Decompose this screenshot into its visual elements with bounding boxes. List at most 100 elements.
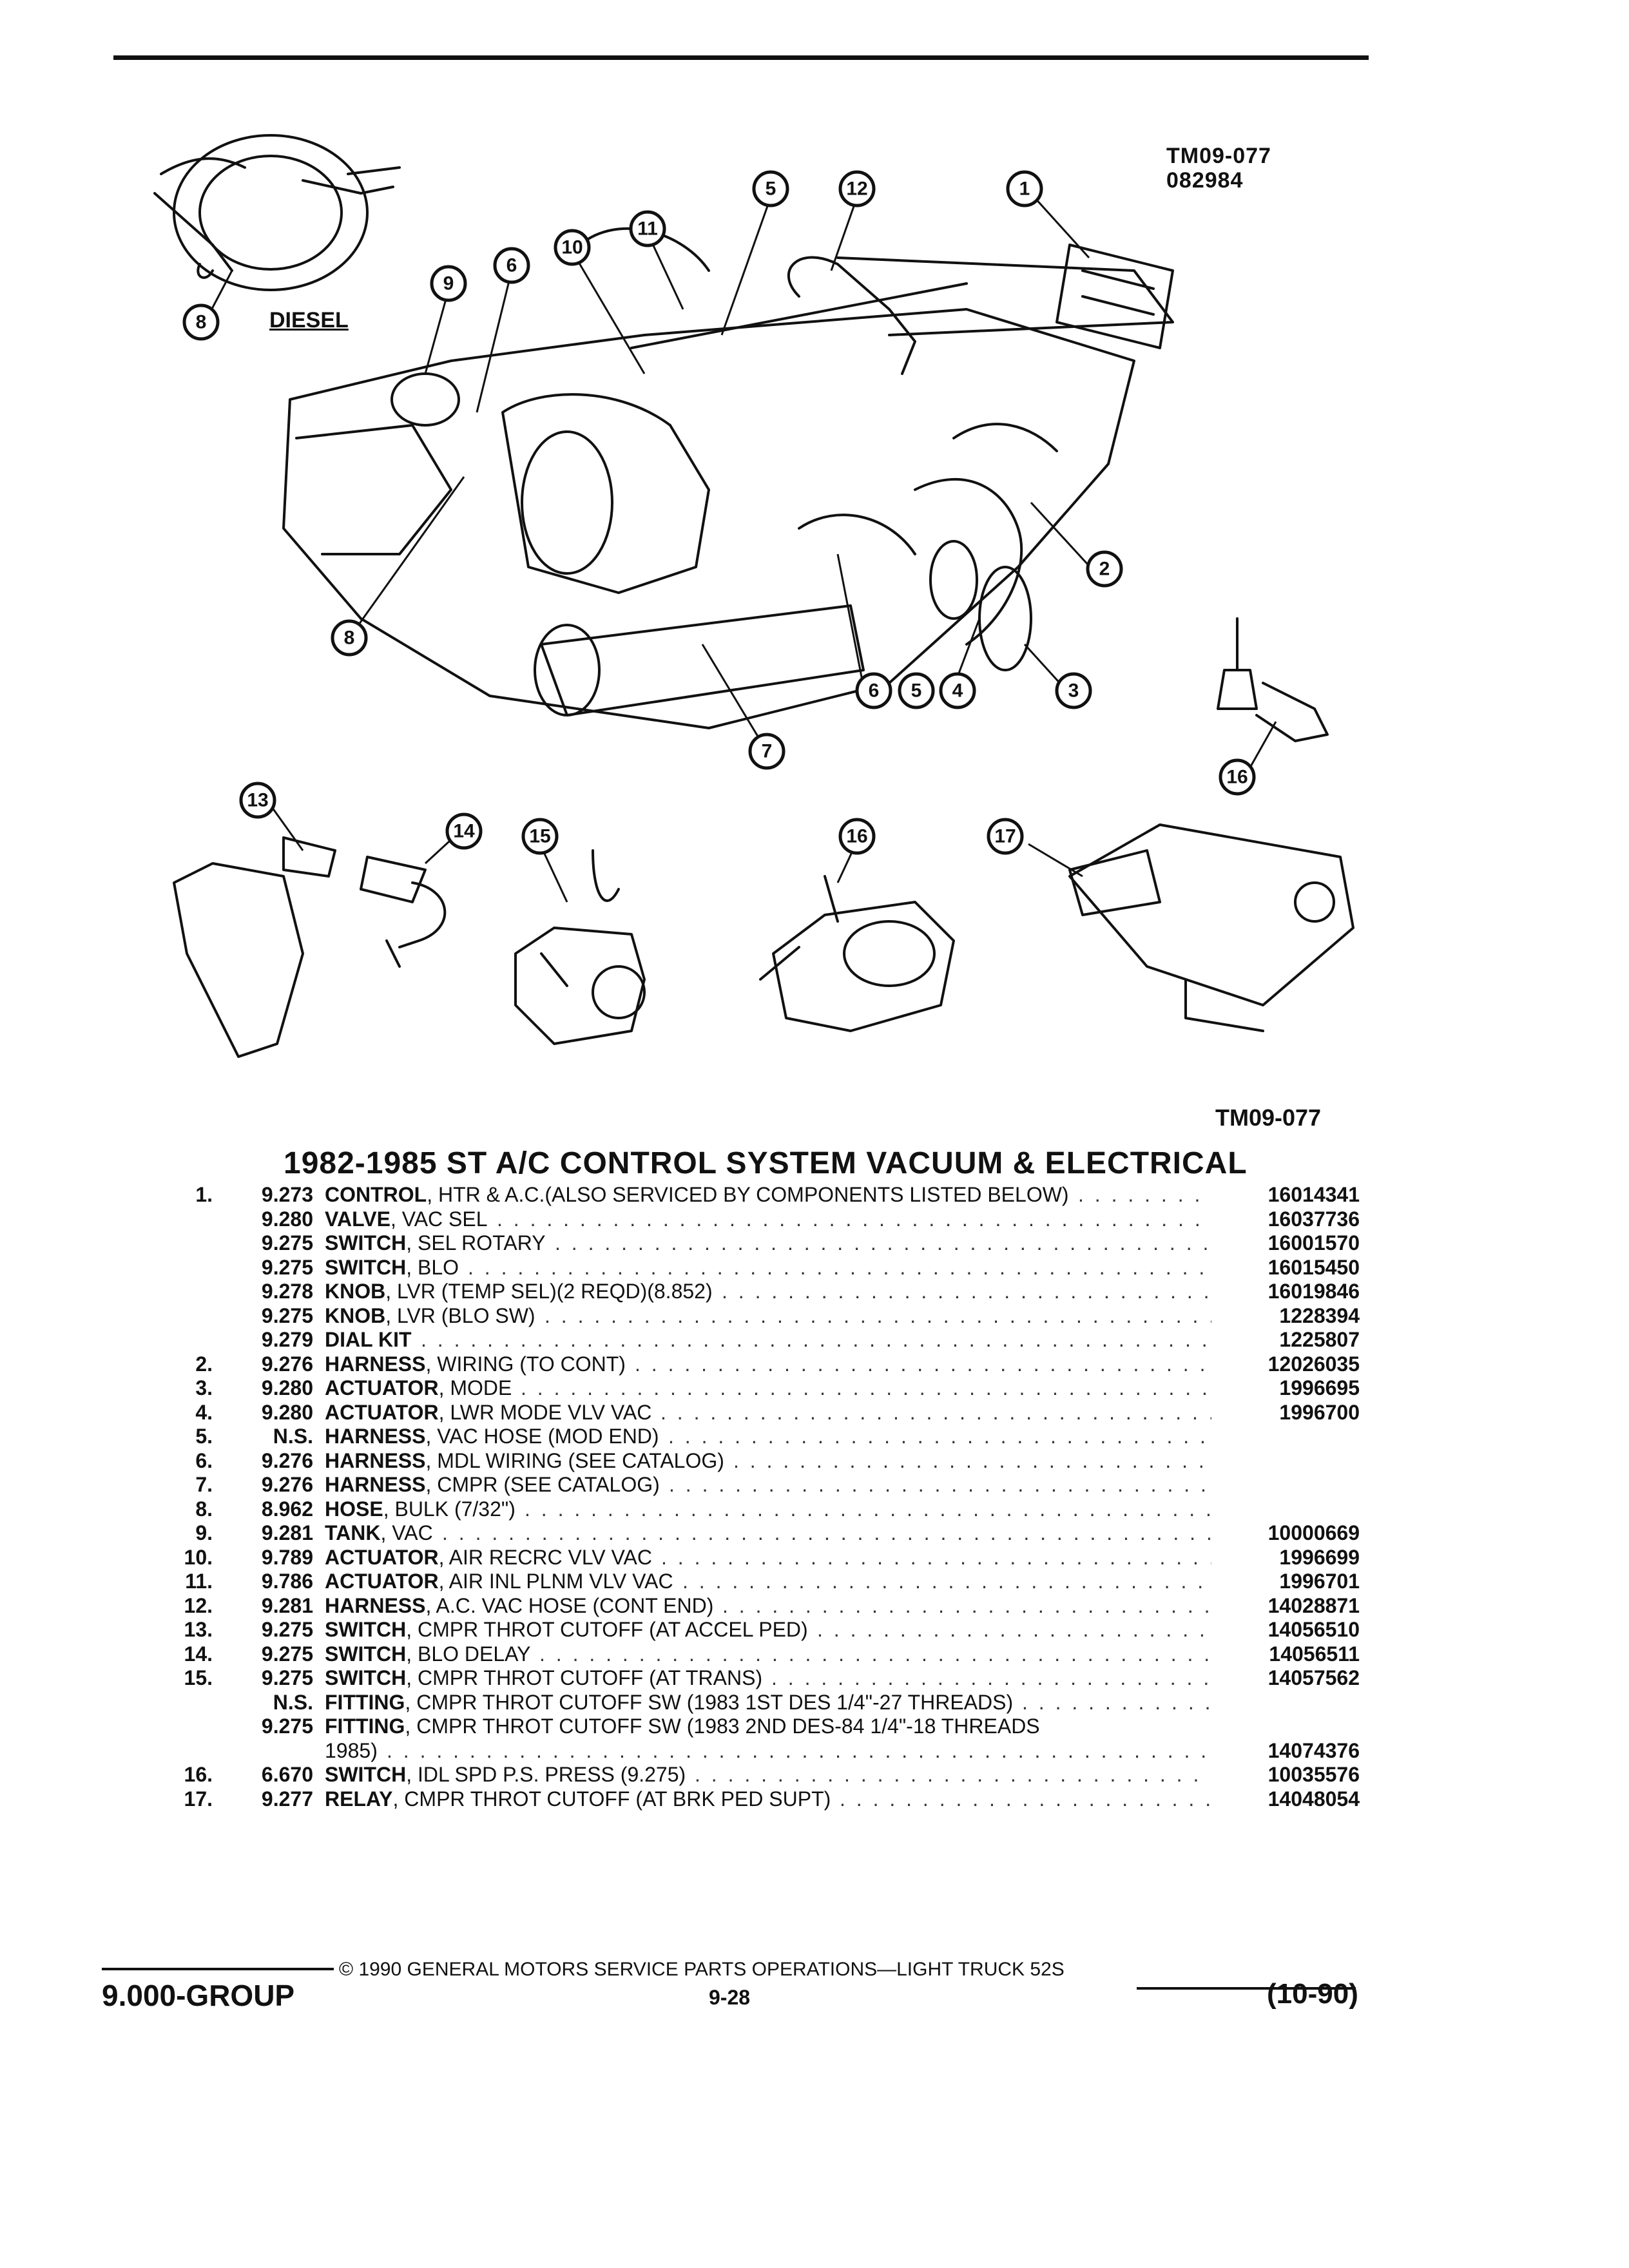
part-index: 5. bbox=[195, 1425, 213, 1448]
part-index: 8. bbox=[195, 1497, 213, 1521]
part-description: SWITCH, BLO bbox=[325, 1256, 459, 1280]
part-number: 16001570 bbox=[1268, 1231, 1360, 1254]
part-number: 16019846 bbox=[1268, 1280, 1360, 1303]
part-group: 9.281 bbox=[261, 1593, 313, 1617]
dot-leader: . . . . . . . . . . . . . . . . . . . . … bbox=[771, 1666, 1211, 1689]
dot-leader: . . . . . . . . . . . . . . . . . . . . … bbox=[545, 1303, 1211, 1327]
idle-speed-switch-drawing bbox=[1217, 617, 1329, 742]
svg-text:4: 4 bbox=[952, 680, 963, 702]
part-description: ACTUATOR, LWR MODE VLV VAC bbox=[325, 1401, 651, 1425]
part-detail: , AIR INL PLNM VLV VAC bbox=[438, 1570, 673, 1593]
dot-leader: . . . . . . . . . . . . . . . . . . . . … bbox=[555, 1231, 1211, 1254]
part-description: HARNESS, CMPR (SEE CATALOG) bbox=[325, 1473, 660, 1497]
part-description: FITTING, CMPR THROT CUTOFF SW (1983 2ND … bbox=[325, 1715, 1040, 1739]
part-number: 10035576 bbox=[1268, 1763, 1360, 1786]
dot-leader: . . . . . . . . . . . . . . . . . . . . … bbox=[421, 1328, 1211, 1351]
svg-text:15: 15 bbox=[529, 826, 550, 847]
part-detail: , WIRING (TO CONT) bbox=[425, 1352, 626, 1376]
part-group: 9.789 bbox=[261, 1545, 313, 1569]
part-description: HOSE, BULK (7/32") bbox=[325, 1497, 516, 1522]
callout-17: 17 bbox=[987, 818, 1024, 855]
svg-text:8: 8 bbox=[344, 628, 355, 649]
page-title: 1982-1985 ST A/C CONTROL SYSTEM VACUUM &… bbox=[284, 1146, 1248, 1180]
part-description: TANK, VAC bbox=[325, 1521, 433, 1546]
part-name: KNOB bbox=[325, 1303, 386, 1327]
part-index: 4. bbox=[195, 1400, 213, 1424]
callout-11: 11 bbox=[629, 210, 666, 247]
svg-text:6: 6 bbox=[506, 255, 517, 276]
part-name: SWITCH bbox=[325, 1763, 407, 1786]
part-name: DIAL KIT bbox=[325, 1328, 412, 1351]
part-detail: , LVR (TEMP SEL)(2 REQD)(8.852) bbox=[385, 1280, 713, 1303]
part-number: 16015450 bbox=[1268, 1255, 1360, 1279]
part-description: VALVE, VAC SEL bbox=[325, 1207, 488, 1232]
part-detail: , CMPR (SEE CATALOG) bbox=[425, 1473, 660, 1496]
part-description: FITTING, CMPR THROT CUTOFF SW (1983 1ST … bbox=[325, 1691, 1013, 1715]
dot-leader: . . . . . . . . . . . . . . . . . . . . … bbox=[695, 1763, 1211, 1786]
part-group: 8.962 bbox=[261, 1497, 313, 1521]
dot-leader: . . . . . . . . . . . . . . . . . . . . … bbox=[497, 1207, 1211, 1231]
part-name: ACTUATOR bbox=[325, 1376, 439, 1399]
part-description: 1985) bbox=[325, 1739, 378, 1763]
part-detail: , CMPR THROT CUTOFF SW (1983 1ST DES 1/4… bbox=[405, 1690, 1014, 1714]
part-description: ACTUATOR, MODE bbox=[325, 1376, 512, 1401]
illustration-date: 082984 bbox=[1166, 168, 1244, 193]
part-index: 12. bbox=[184, 1593, 213, 1617]
part-group: 6.670 bbox=[261, 1763, 313, 1786]
dot-leader: . . . . . . . . . . . . . . . . . . . . … bbox=[668, 1425, 1211, 1448]
part-name: FITTING bbox=[325, 1690, 405, 1714]
part-index: 6. bbox=[195, 1448, 213, 1472]
part-number: 1996699 bbox=[1279, 1545, 1360, 1569]
part-index: 13. bbox=[184, 1618, 213, 1641]
dot-leader: . . . . . . . . . . . . . . . . . . . . … bbox=[539, 1642, 1211, 1666]
engine-bay-drawing bbox=[282, 227, 1174, 729]
svg-text:2: 2 bbox=[1099, 559, 1110, 580]
part-number: 1996695 bbox=[1279, 1376, 1360, 1399]
part-group: N.S. bbox=[273, 1425, 313, 1448]
callout-3: 3 bbox=[1055, 672, 1092, 709]
parts-row: 5.N.S.HARNESS, VAC HOSE (MOD END). . . .… bbox=[161, 1425, 1360, 1449]
part-description: ACTUATOR, AIR RECRC VLV VAC bbox=[325, 1546, 652, 1570]
part-group: 9.273 bbox=[261, 1183, 313, 1206]
svg-text:3: 3 bbox=[1068, 680, 1079, 702]
part-group: 9.276 bbox=[261, 1352, 313, 1376]
callout-1: 1 bbox=[1006, 170, 1043, 207]
dot-leader: . . . . . . . . . . . . . . . . . . . . … bbox=[722, 1593, 1211, 1617]
part-index: 2. bbox=[195, 1352, 213, 1376]
dot-leader: . . . . . . . . . . . . . . . . . . . . … bbox=[635, 1352, 1211, 1376]
callout-8-diesel: 8 bbox=[182, 303, 220, 341]
part-name: HARNESS bbox=[325, 1473, 426, 1496]
part-description: DIAL KIT bbox=[325, 1328, 412, 1352]
svg-text:13: 13 bbox=[247, 790, 268, 811]
svg-text:8: 8 bbox=[196, 312, 207, 333]
part-name: TANK bbox=[325, 1521, 381, 1544]
part-detail: , BLO DELAY bbox=[406, 1642, 531, 1666]
part-number: 1225807 bbox=[1279, 1328, 1360, 1351]
part-group: 9.275 bbox=[261, 1303, 313, 1327]
part-detail: 1985) bbox=[325, 1738, 378, 1762]
part-description: KNOB, LVR (BLO SW) bbox=[325, 1304, 535, 1329]
callout-16-lower: 16 bbox=[838, 818, 876, 855]
part-description: CONTROL, HTR & A.C.(ALSO SERVICED BY COM… bbox=[325, 1183, 1069, 1207]
part-name: HARNESS bbox=[325, 1425, 426, 1448]
part-detail: , MDL WIRING (SEE CATALOG) bbox=[425, 1448, 724, 1472]
footer-page-number: 9-28 bbox=[709, 1986, 751, 2009]
footer-revision: (10-90) bbox=[1267, 1978, 1358, 2010]
parts-row: 9.275 KNOB, LVR (BLO SW) . . . . . . . . .… bbox=[161, 1304, 1360, 1329]
part-description: SWITCH, IDL SPD P.S. PRESS (9.275) bbox=[325, 1763, 686, 1787]
svg-text:11: 11 bbox=[637, 218, 658, 240]
callout-7: 7 bbox=[748, 733, 786, 770]
callout-5-top: 5 bbox=[752, 170, 789, 207]
callout-5-bottom: 5 bbox=[898, 672, 935, 709]
